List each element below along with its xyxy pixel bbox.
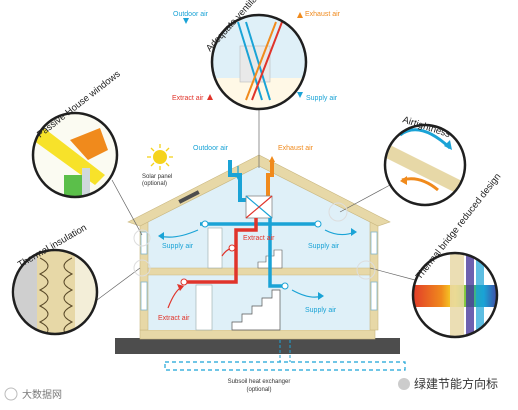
callout-insulation (11, 248, 99, 336)
subsoil-heat-exchanger (164, 340, 406, 371)
watermark-right-text: 绿建节能方向标 (414, 376, 498, 391)
ground-slab (115, 338, 400, 354)
label-outdoor-air: Outdoor air (193, 145, 229, 152)
attic-interior (148, 162, 370, 220)
top-outdoor-arrow-icon (183, 18, 189, 24)
label-extract-air-lower: Extract air (158, 315, 190, 322)
label-top-exhaust-air: Exhaust air (305, 11, 341, 18)
label-supply-air-upper-right: Supply air (308, 243, 340, 250)
label-top-supply-air: Supply air (306, 95, 338, 102)
floor-slab (147, 267, 371, 276)
label-supply-air-lower-right: Supply air (305, 307, 337, 314)
supply-duct-vertical (268, 218, 285, 288)
connector-dot-roof (328, 202, 348, 222)
watermark-left-icon (4, 387, 18, 401)
callout-connectors (96, 109, 416, 301)
door-upper (207, 227, 223, 269)
subsoil-line1: Subsoil heat exchanger (228, 379, 291, 385)
solar-panel (178, 190, 200, 204)
watermark-left: 大数据网 (4, 387, 62, 401)
subsoil-sublabel: (optional) (246, 387, 271, 393)
flow-arrows (158, 156, 357, 309)
window-upper-right (370, 231, 378, 255)
connector-dot-insulation (133, 259, 151, 277)
label-extract-air-upper: Extract air (243, 235, 275, 242)
solar-panel-sublabel: (optional) (142, 181, 167, 187)
watermark-right: 绿建节能方向标 (398, 376, 498, 391)
callout-thermal-bridge (411, 251, 499, 339)
house (115, 154, 400, 354)
heat-recovery-unit-icon (245, 195, 273, 219)
top-supply-arrow-icon (297, 92, 303, 98)
extract-duct (196, 218, 258, 284)
label-extract-air-upper-text: Extract air (243, 235, 275, 242)
window-upper-left (140, 231, 148, 255)
label-supply-air-upper-left: Supply air (162, 243, 194, 250)
window-lower-right (370, 281, 378, 311)
sun-icon (147, 144, 173, 170)
wechat-icon (398, 378, 410, 390)
top-extract-arrow-icon (207, 94, 213, 100)
watermark-left-text: 大数据网 (22, 388, 62, 401)
label-exhaust-air: Exhaust air (278, 145, 314, 152)
label-top-outdoor-air: Outdoor air (173, 11, 209, 18)
solar-panel-label: Solar panel (142, 174, 172, 180)
duct-system (180, 160, 322, 290)
solar-panel-line2: (optional) (142, 181, 167, 187)
subsoil-line2: (optional) (246, 387, 271, 393)
top-exhaust-arrow-icon (297, 12, 303, 18)
connector-dot-wall (133, 229, 151, 247)
foundation-insulation (139, 329, 376, 340)
door-lower (195, 284, 213, 331)
callout-windows (31, 111, 119, 199)
subsoil-label: Subsoil heat exchanger (228, 379, 291, 385)
solar-panel-line1: Solar panel (142, 174, 172, 180)
label-top-extract-air: Extract air (172, 95, 204, 102)
upper-floor-interior (148, 220, 370, 268)
connector-dot-bridge (356, 260, 376, 280)
callout-airtightness (383, 123, 467, 207)
window-lower-left (140, 281, 148, 311)
staircase (231, 289, 281, 331)
